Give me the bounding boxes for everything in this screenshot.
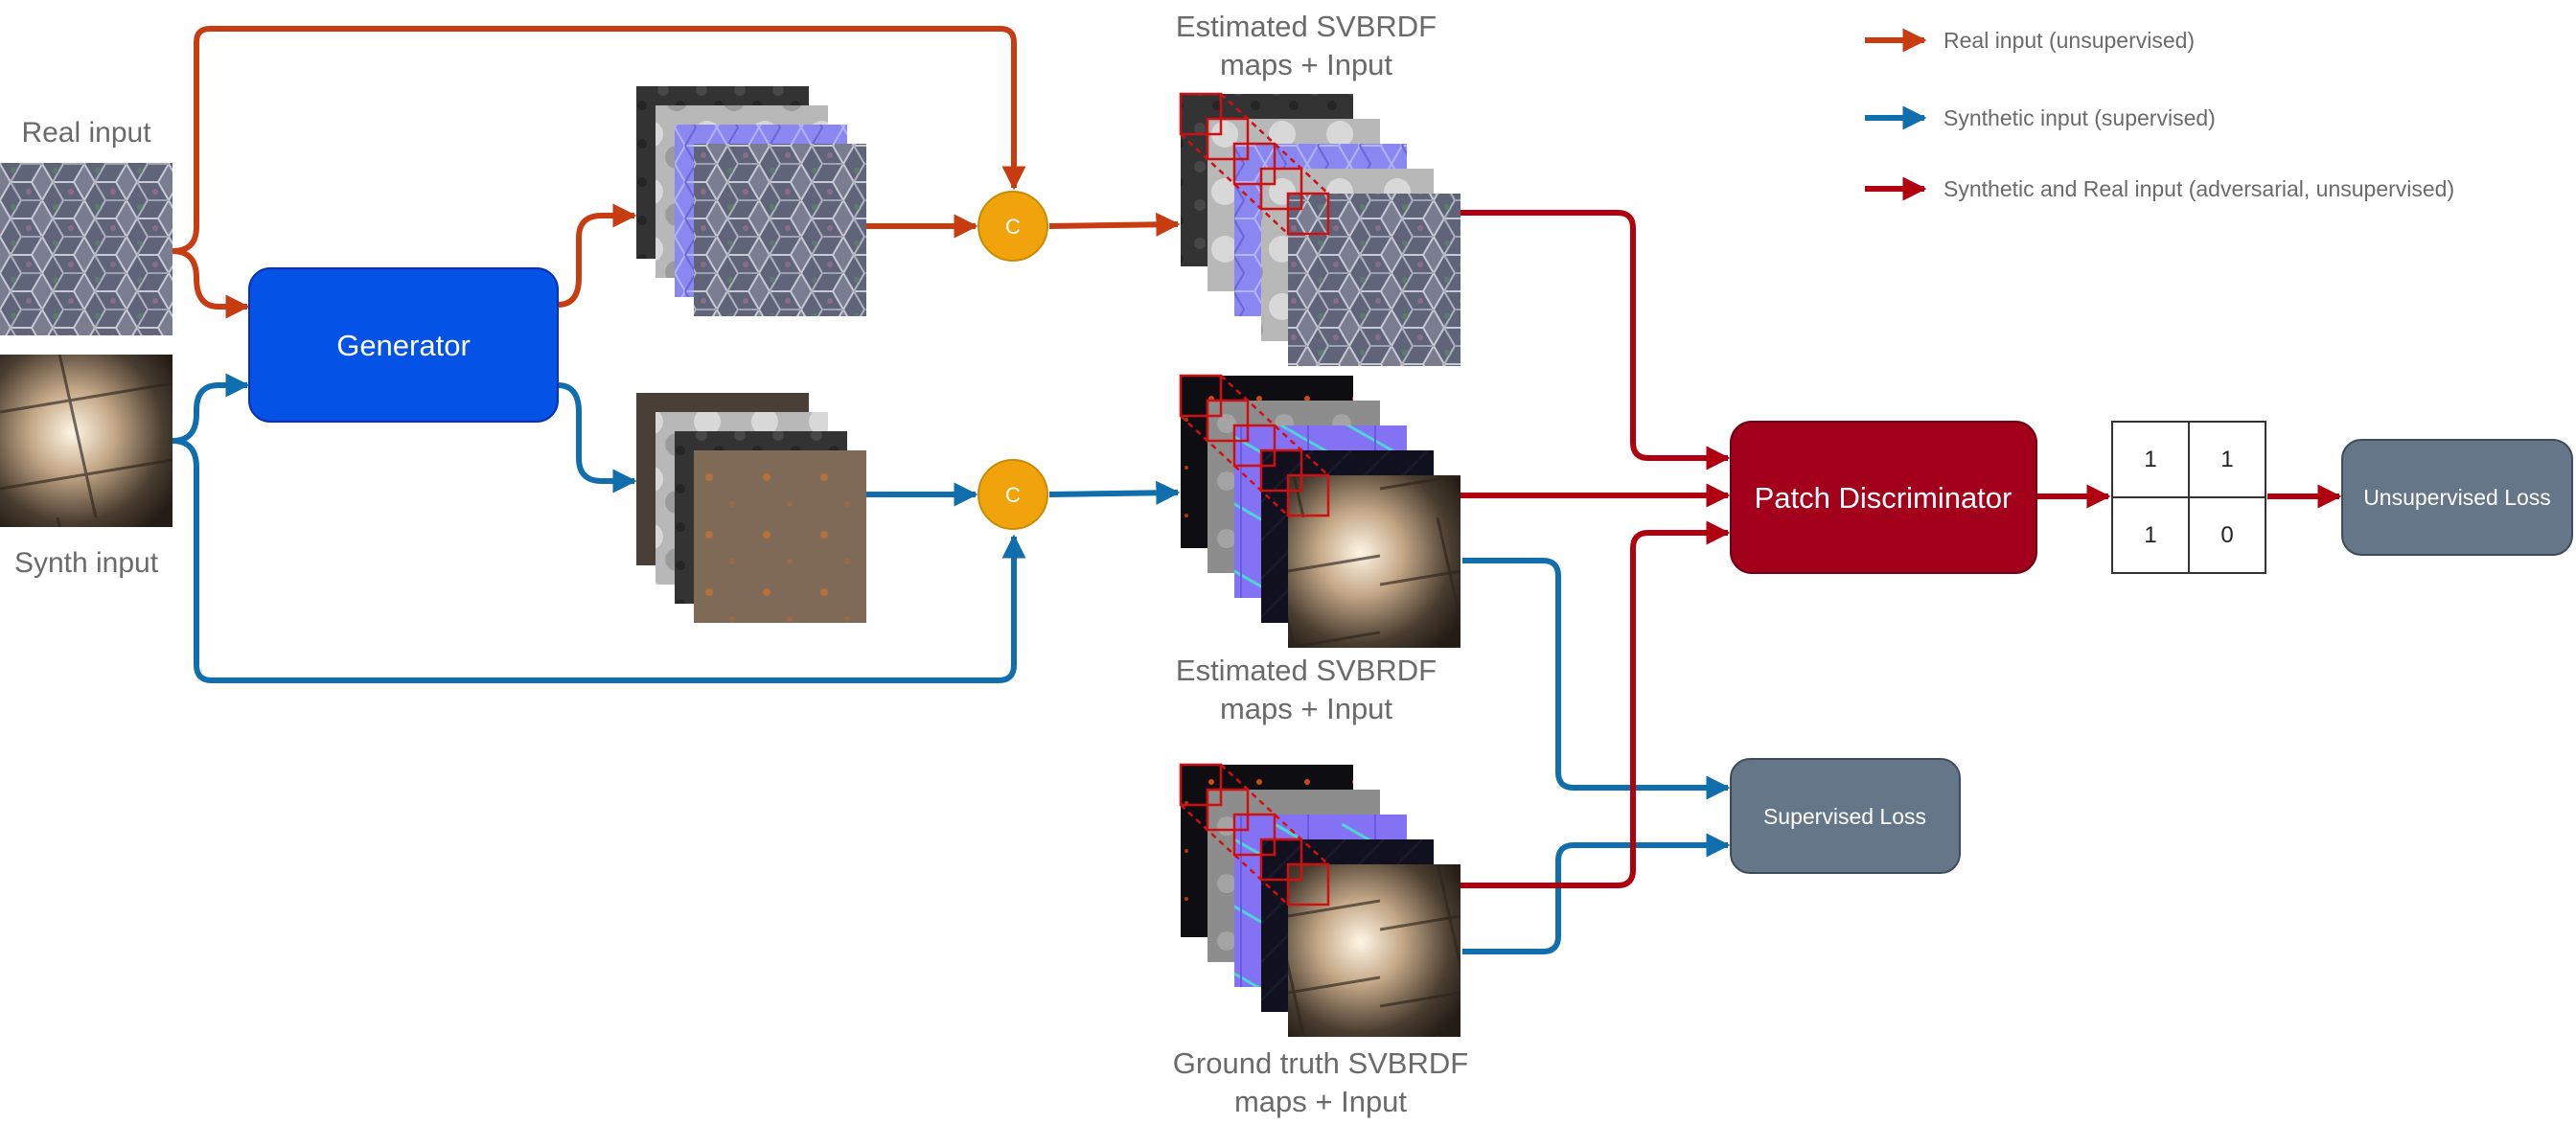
estimated-mid-caption-line1: Estimated SVBRDF [1176,654,1437,687]
arrow-real-to-generator [172,248,250,319]
patch-discriminator-box [1730,421,2037,574]
legend-synth-label: Synthetic input (supervised) [1944,105,2216,130]
supervised-loss-box [1730,758,1961,874]
arrow-ground-truth-to-supervised-loss [1462,833,1731,954]
arrow-real-to-concat-top [172,26,1026,254]
ground-truth-stack [1179,763,1460,1037]
arrow-synth-to-generator [172,373,250,444]
patch-discriminator-label: Patch Discriminator [1755,481,2012,515]
legend-adversarial-label: Synthetic and Real input (adversarial, u… [1944,176,2454,201]
generator-box [248,267,559,423]
legend: Real input (unsupervised) Synthetic inpu… [1865,28,2454,201]
synth-maps-stack [636,393,866,623]
concat-node-synth [978,459,1048,530]
arrow-concat-to-estimated-top [1048,212,1181,237]
patch-cell-top-left: 1 [2144,447,2156,472]
arrow-estimated-top-to-discriminator [1327,210,1731,471]
estimated-top-caption-line1: Estimated SVBRDF [1176,10,1437,43]
estimated-top-stack [1179,92,1460,366]
estimated-mid-caption-line2: maps + Input [1220,692,1392,725]
estimated-top-caption-line2: maps + Input [1220,48,1392,81]
unsupervised-loss-box [2341,439,2573,556]
real-input-image [0,163,172,335]
real-input-label: Real input [21,117,151,149]
patch-output-grid [2111,421,2266,574]
concat-node-synth-label: C [1005,483,1021,507]
estimated-mid-stack [1179,374,1460,648]
patch-cell-bottom-left: 1 [2144,522,2156,548]
synth-input-label: Synth input [14,547,159,579]
ground-truth-caption-line1: Ground truth SVBRDF [1173,1046,1468,1080]
concat-node-real-label: C [1005,215,1021,239]
synth-input-image [0,355,172,527]
arrow-generator-to-synth-maps [557,382,637,494]
real-maps-stack [636,86,866,316]
unsupervised-loss-label: Unsupervised Loss [2363,485,2551,510]
arrow-synth-to-concat-bottom [172,438,1026,683]
legend-real-label: Real input (unsupervised) [1944,28,2195,53]
supervised-loss-label: Supervised Loss [1763,804,1926,829]
patch-cell-top-right: 1 [2220,447,2233,472]
concat-node-real [978,191,1048,262]
ground-truth-caption-line2: maps + Input [1234,1085,1407,1118]
patch-cell-bottom-right: 0 [2220,522,2233,548]
arrow-estimated-mid-to-supervised-loss [1462,558,1731,800]
generator-label: Generator [336,329,471,362]
arrow-ground-truth-to-discriminator [1327,520,1731,888]
arrow-concat-to-estimated-mid [1048,480,1181,505]
arrow-generator-to-real-maps [557,203,637,308]
